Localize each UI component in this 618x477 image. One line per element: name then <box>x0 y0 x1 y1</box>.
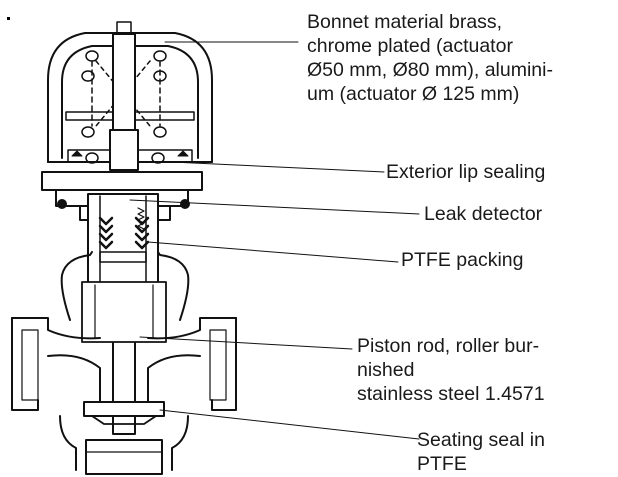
callout-leak-detector: Leak detector <box>424 202 542 226</box>
corner-mark <box>7 17 10 20</box>
callout-line: nished <box>357 359 415 381</box>
callout-line: Leak detector <box>424 203 543 225</box>
stuffing-box <box>87 193 159 290</box>
callout-line: stainless steel 1.4571 <box>357 383 545 405</box>
callout-exterior-lip-sealing: Exterior lip sealing <box>386 160 545 184</box>
callout-line: PTFE <box>417 453 467 475</box>
valve-body <box>11 317 237 475</box>
callout-seating-seal: Seating seal in PTFE <box>417 428 545 476</box>
ptfe-chevrons <box>98 216 150 250</box>
callout-line: Exterior lip sealing <box>386 161 546 183</box>
callout-piston-rod: Piston rod, roller bur- nished stainless… <box>357 334 545 406</box>
leader-lines <box>129 41 420 440</box>
callout-line: Seating seal in <box>417 429 545 451</box>
callout-line: Ø50 mm, Ø80 mm), alumini- <box>307 59 553 81</box>
callout-bonnet-material: Bonnet material brass, chrome plated (ac… <box>307 10 553 106</box>
callout-line: Piston rod, roller bur- <box>357 335 540 357</box>
callout-line: Bonnet material brass, <box>307 11 503 33</box>
callout-ptfe-packing: PTFE packing <box>401 248 523 272</box>
callout-line: um (actuator Ø 125 mm) <box>307 83 520 105</box>
callout-line: PTFE packing <box>401 249 524 271</box>
valve-neck <box>60 251 190 343</box>
callout-line: chrome plated (actuator <box>307 35 513 57</box>
